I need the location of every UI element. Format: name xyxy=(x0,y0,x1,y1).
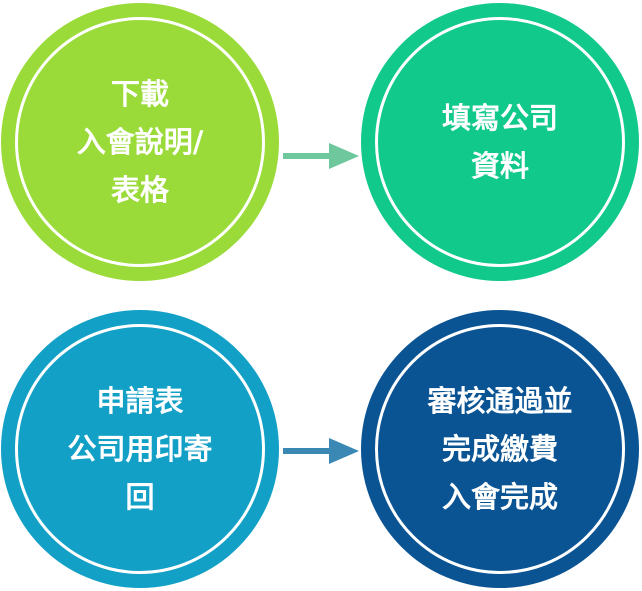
step-label-line: 完成繳費 xyxy=(441,432,558,466)
step-label-line: 回 xyxy=(125,480,155,514)
step-label-line: 入會說明/ xyxy=(76,125,204,159)
arrow-right-icon xyxy=(283,438,359,464)
step-ring xyxy=(375,324,625,574)
step-label: 審核通過並 完成繳費 入會完成 xyxy=(427,377,572,521)
arrow-shaft xyxy=(283,448,331,454)
step-label-line: 公司用印寄 xyxy=(67,432,213,466)
step-label-line: 下載 xyxy=(110,77,169,111)
step-ring xyxy=(15,324,265,574)
step-stamp-and-return: 申請表 公司用印寄 回 xyxy=(1,310,279,588)
step-label: 申請表 公司用印寄 回 xyxy=(67,377,212,521)
step-label-line: 審核通過並 xyxy=(427,384,573,418)
arrow-shaft xyxy=(283,153,331,159)
step-ring xyxy=(15,17,265,267)
step-label-line: 資料 xyxy=(470,149,529,183)
step-download-form: 下載 入會說明/ 表格 xyxy=(1,3,279,281)
arrow-head xyxy=(329,438,359,464)
step-fill-company-info: 填寫公司 資料 xyxy=(361,3,639,281)
step-label-line: 申請表 xyxy=(96,384,184,418)
arrow-head xyxy=(329,143,359,169)
step-approval-complete: 審核通過並 完成繳費 入會完成 xyxy=(361,310,639,588)
step-label: 填寫公司 資料 xyxy=(442,94,558,190)
step-label-line: 入會完成 xyxy=(441,480,558,514)
step-label-line: 填寫公司 xyxy=(441,101,558,135)
step-ring xyxy=(375,17,625,267)
arrow-right-icon xyxy=(283,143,359,169)
step-label-line: 表格 xyxy=(110,173,169,207)
step-label: 下載 入會說明/ 表格 xyxy=(77,70,204,214)
